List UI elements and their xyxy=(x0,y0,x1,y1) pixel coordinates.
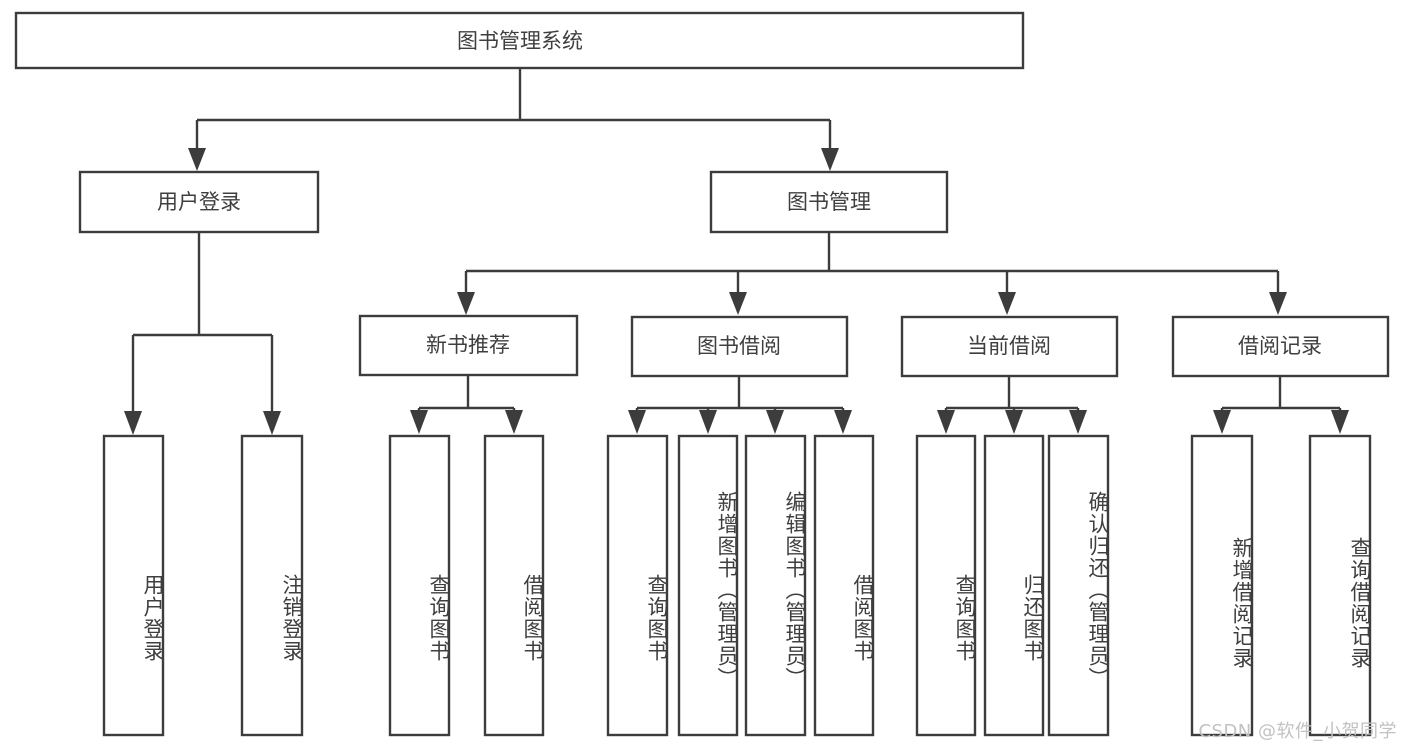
node-label-book-borrow: 图书借阅 xyxy=(697,334,781,358)
leaf-box-return-book[interactable] xyxy=(983,434,1045,737)
arrow-head-userlogin-1 xyxy=(124,411,142,435)
arrow-head-newbook-1 xyxy=(410,410,428,434)
arrow-head-currentborrow-2 xyxy=(1005,410,1023,434)
arrow-head-borrowrecords-1 xyxy=(1213,410,1231,434)
arrow-head-bookborrow-2 xyxy=(699,410,717,434)
connector-group-new-book xyxy=(410,375,523,434)
connector-group-borrow-records xyxy=(1213,376,1349,434)
leaf-box-logout[interactable] xyxy=(240,434,304,737)
connector-group-book-manage xyxy=(457,232,1287,315)
node-label-book-manage: 图书管理 xyxy=(787,190,871,214)
node-label-root: 图书管理系统 xyxy=(457,29,583,53)
arrow-head-bookmanage-2 xyxy=(729,292,747,315)
connector-group-root xyxy=(188,68,839,171)
arrow-head-bookmanage-4 xyxy=(1269,292,1287,315)
arrow-head-bookborrow-4 xyxy=(834,410,852,434)
connector-group-user-login xyxy=(124,232,281,435)
leaf-box-add-borrow-record[interactable] xyxy=(1190,434,1254,737)
leaf-box-query-book-borrow[interactable] xyxy=(606,434,669,737)
leaf-box-query-book-current[interactable] xyxy=(915,434,977,737)
watermark-text: CSDN @软件_小贺同学 xyxy=(1198,721,1397,742)
arrow-head-borrowrecords-2 xyxy=(1331,410,1349,434)
leaf-box-add-book-admin[interactable] xyxy=(677,434,739,737)
node-label-borrow-records: 借阅记录 xyxy=(1238,334,1322,358)
arrow-head-userlogin-2 xyxy=(263,411,281,435)
leaf-box-confirm-return-admin[interactable] xyxy=(1047,434,1110,737)
arrow-head-bookmanage-1 xyxy=(457,292,475,315)
arrow-head-currentborrow-1 xyxy=(937,410,955,434)
arrow-head-bookmanage-3 xyxy=(998,292,1016,315)
node-box-current-borrow[interactable] xyxy=(900,315,1119,378)
connector-group-book-borrow xyxy=(628,376,852,434)
leaf-box-borrow-book-recommend[interactable] xyxy=(483,434,545,737)
arrow-head-root-1 xyxy=(188,148,206,171)
node-box-root[interactable] xyxy=(14,11,1025,70)
leaf-box-user-login[interactable] xyxy=(102,434,165,737)
arrow-head-newbook-2 xyxy=(505,410,523,434)
leaf-box-query-borrow-record[interactable] xyxy=(1308,434,1372,737)
node-label-user-login: 用户登录 xyxy=(157,190,241,214)
leaf-box-borrow-book[interactable] xyxy=(813,434,875,737)
connector-group-current-borrow xyxy=(937,376,1087,434)
node-label-new-book-recommend: 新书推荐 xyxy=(426,333,510,357)
node-box-new-book-recommend[interactable] xyxy=(358,314,579,377)
arrow-head-root-2 xyxy=(821,148,839,171)
node-box-borrow-records[interactable] xyxy=(1171,315,1390,378)
node-label-current-borrow: 当前借阅 xyxy=(967,334,1051,358)
leaf-box-query-book-recommend[interactable] xyxy=(388,434,451,737)
arrow-head-bookborrow-3 xyxy=(766,410,784,434)
arrow-head-bookborrow-1 xyxy=(628,410,646,434)
arrow-head-currentborrow-3 xyxy=(1069,410,1087,434)
node-box-book-manage[interactable] xyxy=(709,170,949,234)
node-box-user-login[interactable] xyxy=(78,170,320,234)
leaf-box-edit-book-admin[interactable] xyxy=(744,434,807,737)
node-box-book-borrow[interactable] xyxy=(630,315,849,378)
